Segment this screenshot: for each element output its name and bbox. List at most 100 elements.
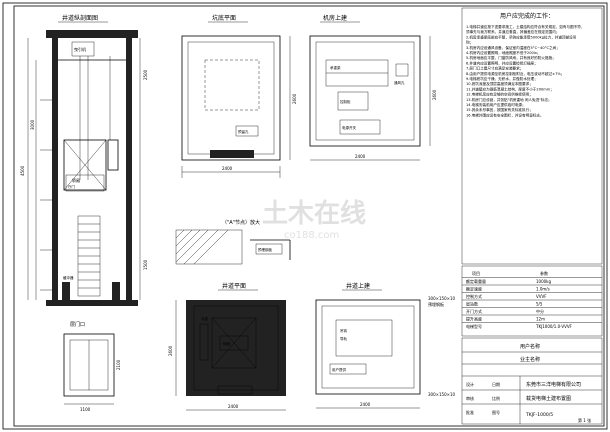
preembed-size-top: 300×150×10: [428, 296, 456, 301]
spec-header-2: 参数: [540, 270, 548, 276]
detail-title: （"A"节点）放大: [222, 219, 260, 226]
note-line: 8.由用户提供电源至机房控制柜附近，电压波动不超过±7%；: [466, 71, 564, 76]
watermark-en: co188.com: [284, 230, 339, 241]
buffer-label: 缓冲器: [63, 275, 74, 280]
note-line: 16.电梯外围应设有安全围栏，并设有明显标志。: [466, 112, 544, 117]
owner-name: 业主名称: [520, 356, 540, 363]
control-cabinet-label: 控制柜: [340, 99, 351, 104]
mr-width-dim: 2400: [355, 154, 366, 159]
user-supply-label: 用户提供: [332, 367, 346, 372]
pit-depth-dim: 1500: [143, 259, 148, 270]
note-line: 7.层门口土建尺寸应满足安装要求；: [466, 66, 523, 71]
spec-value: 1000kg: [536, 279, 551, 284]
note-line: 12.电梯机房应有足够的空间供维修使用；: [466, 92, 533, 97]
drawing-title: 载货电梯土建布置图: [526, 395, 571, 402]
machine-label: 曳引机: [74, 46, 86, 52]
watermark-cn: 土木在线: [262, 199, 366, 229]
spec-label: 额定速度: [466, 286, 482, 292]
spec-label: 控制方式: [466, 293, 482, 299]
car-label: 轿厢: [72, 177, 80, 183]
spec-value: 中分: [536, 308, 544, 314]
note-line: 钩；: [466, 40, 473, 45]
shaft-top-width-dim: 2400: [360, 402, 371, 407]
machine-room-title: 机房上建: [323, 14, 347, 22]
note-line: 11.井道壁应为钢筋混凝土结构，厚度不小于200mm；: [466, 86, 554, 91]
note-line: 6.井道内应设置照明，并应设置检修灯插座；: [466, 60, 538, 65]
spec-label: 额定载重量: [466, 278, 486, 284]
shaft-plan-depth-dim: 2600: [168, 345, 173, 356]
car-box: [63, 139, 107, 191]
spec-value: TKJ1000/1.0-VVVF: [535, 324, 573, 329]
note-line: 须事先与我方联系，井道应垂直，其偏差应在规定范围内；: [466, 29, 559, 34]
shaft-plan-view: 井道平面 轿厢 对重 2400 2600: [168, 282, 286, 411]
tb-label-approve: 批准: [466, 409, 474, 415]
note-line: 9.电梯底坑应干燥，无积水，并做防水处理；: [466, 76, 538, 81]
shaft-section-view: 井道纵剖面图 曳引机 轿厢 厅门: [20, 14, 148, 306]
inner-frame: [13, 5, 605, 427]
note-line: 4.机房内应设置照明，地面照度不低于200lx；: [466, 50, 541, 55]
cw-plan-label: 对重: [201, 316, 208, 321]
overhead-dim: 4500: [20, 165, 25, 176]
door-label: 厅门: [68, 184, 75, 189]
spec-label: 电梯型号: [466, 323, 482, 329]
note-line: 14.电梯安装前用户应提供临时电源；: [466, 102, 526, 107]
tb-label-drawing-no: 图号: [492, 409, 500, 415]
note-line: 3.机房内应设通风设备，保证室内温度在5°C~40°C之间；: [466, 45, 560, 50]
shaft-plan-title: 井道平面: [222, 282, 246, 290]
spec-table: 项目 参数 额定载重量 1000kg 额定速度 1.0m/s 控制方式 VVVF 层站数 5/…: [461, 265, 603, 337]
spec-value: 12m: [536, 317, 545, 322]
rail-label: 导轨: [340, 336, 348, 341]
drawing-number: TKJF-1000/5: [525, 412, 553, 418]
pit-hole-label: 预留孔: [238, 129, 249, 134]
shaft-car-label: 轿厢: [223, 341, 230, 346]
tb-label-design: 设计: [466, 381, 474, 387]
shaft-top-title: 井道上建: [346, 282, 370, 290]
note-line: 10.底坑深度及顶层高度须满足本图要求；: [466, 81, 533, 86]
note-line: 13.机房门应设锁，并张贴"机房重地 闲人免进"标志；: [466, 97, 552, 102]
spec-value: 5/5: [536, 302, 543, 307]
spec-value: VVVF: [536, 294, 547, 299]
preembed-label: 预埋钢板: [258, 247, 272, 252]
hook-label: 吊钩: [340, 328, 348, 333]
detail-a-view: （"A"节点）放大 预埋钢板: [175, 219, 291, 265]
pit-door-title: 层门口: [70, 321, 85, 328]
spec-label: 层站数: [466, 301, 478, 307]
spec-header-1: 项目: [472, 270, 480, 276]
pit-width-dim: 2400: [222, 166, 233, 171]
note-line: 1.电梯井道应按下述要求施工，土建结构应符合有关规定，如有与图不符，: [466, 24, 584, 29]
pit-depth-plan-dim: 2600: [292, 93, 297, 104]
pit-plan-title: 坑底平面: [212, 14, 236, 22]
vent-label: 通风孔: [394, 80, 405, 85]
mr-height-dim: 2500: [143, 69, 148, 80]
door-width-dim: 1100: [80, 407, 91, 412]
company-name: 东莞市三洋电梯有限公司: [526, 381, 581, 388]
spec-value: 1.0m/s: [536, 287, 550, 292]
sheet-number: 第 1 张: [578, 417, 591, 423]
notes-panel: 用户应完成的工作： 1.电梯井道应按下述要求施工，土建结构应符合有关规定，如有与…: [461, 7, 603, 265]
tb-label-scale: 比例: [492, 395, 500, 401]
note-line: 5.机房地面应平整，门窗防风雨，并有良好的防火措施；: [466, 55, 556, 60]
shaft-section-title: 井道纵剖面图: [62, 14, 98, 22]
mr-depth-dim: 2600: [432, 89, 437, 100]
power-label: 电源开关: [342, 125, 356, 130]
preembed-size-bottom: 300×150×10: [428, 392, 456, 397]
note-line: 2.机房承重梁底部应平整，吊钩应能承受5000kg拉力，井道顶部设吊: [466, 34, 577, 39]
user-name: 用户名称: [520, 343, 540, 350]
preembed-label-top: 预埋钢板: [428, 301, 444, 307]
pit-door-view: 层门口 1100 2100: [63, 321, 121, 412]
pit-plan-view: 坑底平面 预留孔 2400 2600: [181, 14, 297, 178]
tb-label-review: 审核: [466, 395, 474, 401]
floor-height-dim: 3000: [30, 119, 35, 130]
tb-label-date: 日期: [492, 381, 500, 387]
shaft-plan-width-dim: 2400: [228, 404, 239, 409]
watermark: 土木在线 co188.com: [262, 199, 366, 241]
door-height-dim: 2100: [116, 359, 121, 370]
shaft-top-view: 井道上建 吊钩 导轨 用户提供 2400 300×150×10 预埋钢板 300…: [315, 282, 456, 409]
note-line: 15.其余未尽事宜，按国家有关标准执行；: [466, 107, 533, 112]
title-block: 用户名称 业主名称 东莞市三洋电梯有限公司 载货电梯土建布置图 TKJF-100…: [461, 337, 603, 425]
counterweight-box: [107, 139, 119, 171]
pit-ladder: [77, 215, 101, 297]
beam-label: 承重梁: [330, 65, 341, 70]
